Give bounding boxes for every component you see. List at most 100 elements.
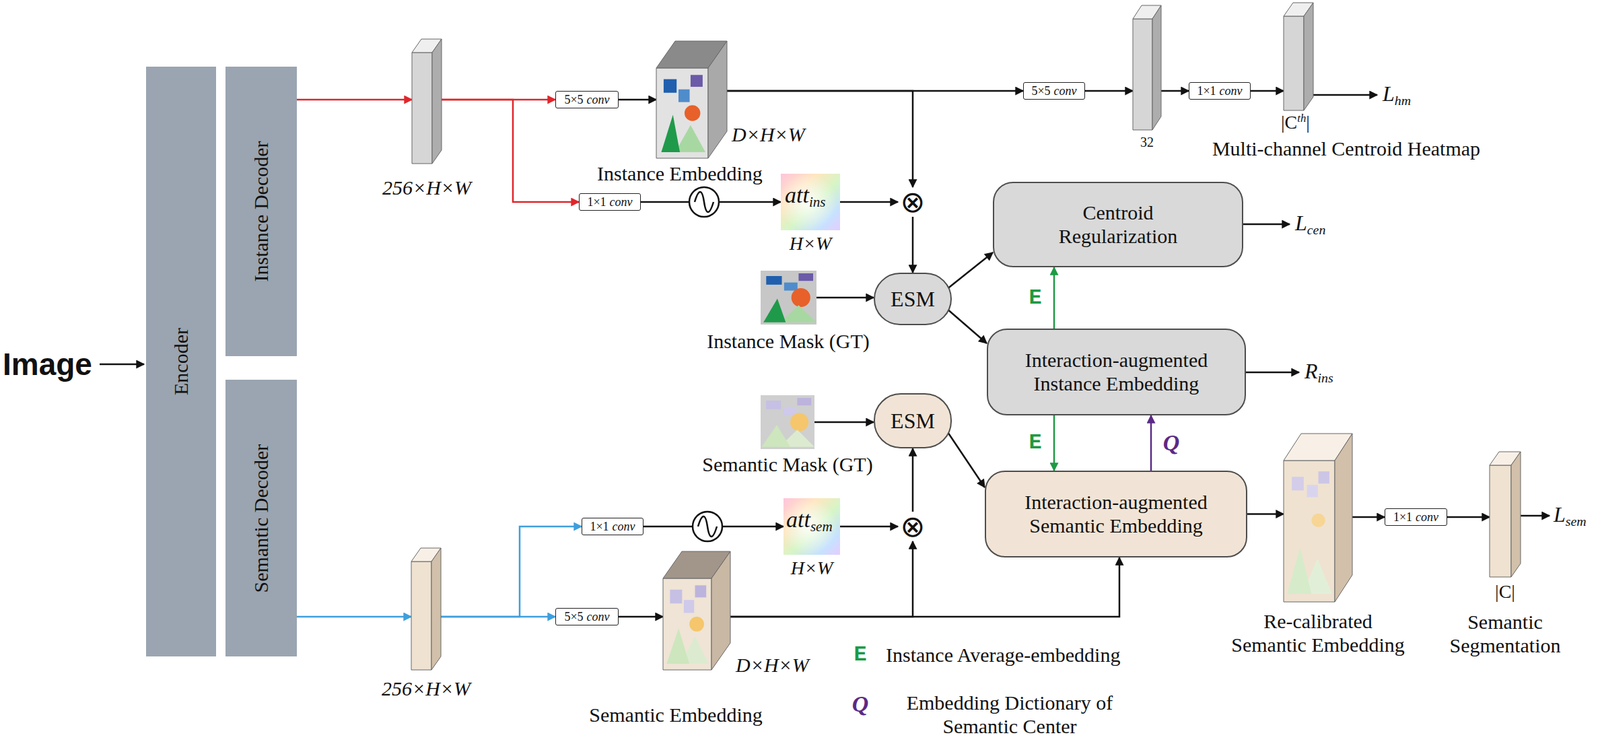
text-group: Interaction-augmented Instance Embedding [988, 329, 1245, 414]
block-side [708, 41, 727, 159]
connector [1247, 512, 1284, 515]
connector [1352, 516, 1385, 519]
node-text: H×W [789, 232, 832, 254]
node-text: 256×H×W [381, 677, 471, 700]
input-arrow [99, 363, 145, 366]
text-group: Instance Embedding [597, 162, 763, 186]
legend-item: Instance Average-embedding [885, 643, 1121, 668]
sigmoid-circle [689, 187, 719, 217]
mask-picture [763, 273, 817, 323]
connector [840, 525, 898, 528]
node-text: Semantic Mask (GT) [702, 453, 873, 476]
block-picture [661, 74, 706, 153]
text-group: 256×H×W [381, 677, 471, 701]
block-side [1303, 2, 1314, 111]
text-group: 1×1conv [1189, 82, 1250, 100]
conv-box: 1×1conv [1188, 82, 1251, 101]
feature-block: 256×H×W [411, 547, 441, 670]
node-text: Interaction-augmented Instance Embedding [1015, 348, 1218, 396]
text-group: 1×1conv [582, 518, 643, 536]
node-text: Centroid Regularization [1021, 201, 1215, 248]
picture-shape [1318, 471, 1330, 484]
label-text: hm [1394, 92, 1411, 108]
text-group: Semantic Decoder [249, 443, 274, 593]
block-graphic [411, 39, 442, 164]
block-front [1283, 16, 1304, 111]
text-group: Interaction-augmented Semantic Embedding [986, 471, 1246, 556]
embedding-block: D×H×WSemantic Embedding [663, 551, 731, 670]
node-text: 1×1 [1196, 84, 1216, 99]
node-text: 1×1 [1393, 510, 1413, 525]
picture-shape [695, 584, 707, 598]
text-label: Rins [1304, 359, 1334, 386]
connector [1150, 415, 1153, 471]
conv-box: 1×1conv [1384, 508, 1448, 527]
legend-text: Instance Average-embedding [885, 643, 1121, 666]
connector [1085, 90, 1133, 93]
block-picture [666, 584, 709, 664]
block-side [1152, 5, 1162, 130]
decoder-bar: Semantic Decoder [225, 379, 297, 657]
node-text: ESM [890, 408, 935, 434]
mask-ground [760, 395, 815, 449]
text-group: ESM [875, 394, 951, 447]
label-text: sem [1565, 513, 1587, 529]
picture-shape [1287, 547, 1312, 594]
node-text: 5×5 [564, 92, 583, 108]
connector [946, 308, 987, 344]
block-side [1334, 433, 1353, 602]
node-text: conv [1054, 84, 1077, 99]
connector [440, 526, 582, 617]
edge-label: Q [1163, 430, 1180, 456]
node-text: |C [1280, 111, 1298, 133]
connector [1250, 90, 1284, 93]
node-text: conv [612, 519, 636, 534]
block-front [411, 52, 433, 164]
label-text: E [853, 642, 867, 668]
text-group: Instance Mask (GT) [706, 329, 870, 354]
text-label: E [853, 642, 867, 667]
node-text: H×W [790, 557, 833, 579]
node-text: conv [609, 195, 633, 210]
connector [816, 296, 874, 299]
block-front [1489, 465, 1512, 577]
connector [814, 421, 874, 424]
conv-box: 5×5conv [555, 90, 619, 110]
node-text: 256×H×W [382, 176, 472, 199]
loss-arrow [1313, 94, 1378, 97]
connector [726, 90, 1024, 93]
connector [296, 615, 412, 618]
connector [1447, 516, 1490, 519]
connector [912, 216, 915, 273]
picture-shape [761, 424, 791, 447]
block-graphic [1489, 451, 1521, 577]
attention-gradient [783, 498, 841, 555]
block-front [663, 578, 712, 670]
block-front [1283, 460, 1335, 602]
picture-shape [683, 599, 694, 613]
attention-map: attinsH×W [780, 173, 841, 231]
decoder-bar: Instance Decoder [225, 66, 297, 357]
text-group: |Cth| [1280, 111, 1310, 134]
node-text: conv [1415, 510, 1439, 525]
connector [840, 201, 898, 204]
connector [1053, 415, 1056, 471]
block-front [411, 561, 432, 670]
picture-shape [1291, 476, 1304, 491]
mask-image: Instance Mask (GT) [760, 270, 817, 325]
sigmoid-symbol [692, 511, 723, 542]
process-box: Interaction-augmented Semantic Embedding [984, 470, 1248, 558]
node-text: att [786, 506, 811, 532]
picture-shape [690, 74, 703, 87]
sigmoid-circle [692, 511, 723, 542]
text-group: Multi-channel Centroid Heatmap [1212, 137, 1481, 161]
text-label: Lcen [1295, 211, 1326, 238]
block-front [656, 67, 709, 159]
text-group: 32 [1140, 134, 1154, 151]
esm-module: ESM [873, 272, 952, 326]
node-text: 32 [1140, 134, 1154, 150]
picture-shape [689, 616, 705, 632]
loss-arrow [1245, 371, 1300, 374]
text-group: attins [784, 181, 826, 211]
